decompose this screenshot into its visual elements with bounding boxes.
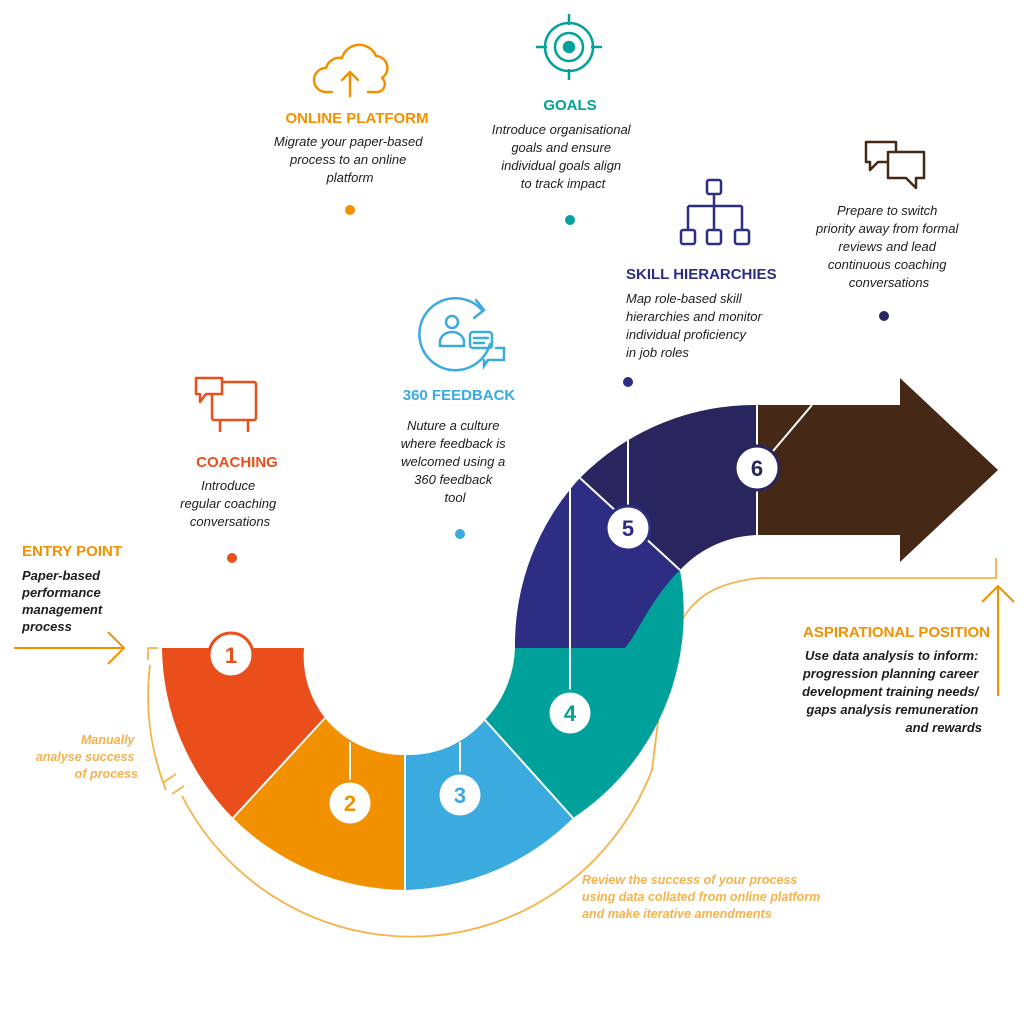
step-6-text: Prepare to switch priority away from for… — [815, 203, 962, 290]
feedback-text: Nuture a culture where feedback is welco… — [401, 418, 509, 505]
user-feedback-cycle-icon — [418, 296, 506, 372]
step-1-dot — [227, 553, 237, 563]
org-chart-icon — [679, 178, 751, 246]
skill-hierarchies-text: Map role-based skill hierarchies and mon… — [626, 291, 765, 360]
segment-6 — [580, 404, 760, 570]
aspirational-title: ASPIRATIONAL POSITION — [803, 624, 990, 641]
goals-title: GOALS — [543, 97, 596, 114]
entry-title: ENTRY POINT — [22, 543, 122, 560]
step-6-dot — [879, 311, 889, 321]
step-5-dot — [623, 377, 633, 387]
online-platform-text: Migrate your paper-based process to an o… — [274, 134, 426, 185]
cloud-upload-icon — [312, 43, 389, 98]
skill-hierarchies-title: SKILL HIERARCHIES — [626, 266, 777, 283]
segment-3 — [405, 720, 573, 890]
review-text: Review the success of your process using… — [582, 873, 824, 921]
step-2-dot — [345, 205, 355, 215]
manual-analysis-text: Manually analyse success of process — [36, 733, 138, 781]
segment-5b — [515, 478, 680, 648]
segment-1 — [162, 648, 325, 818]
final-arrow — [757, 378, 998, 562]
goals-text: Introduce organisational goals and ensur… — [492, 122, 634, 191]
step-number-3: 3 — [454, 783, 466, 808]
aspirational-text: Use data analysis to inform: progression… — [802, 648, 982, 735]
online-platform-title: ONLINE PLATFORM — [285, 110, 428, 127]
aspirational-arrow — [981, 584, 1015, 696]
step-number-5: 5 — [622, 516, 634, 541]
target-icon — [536, 14, 602, 80]
flipchart-speech-icon — [194, 376, 258, 432]
step-number-4: 4 — [564, 701, 577, 726]
coaching-title: COACHING — [196, 454, 278, 471]
chat-bubbles-icon — [864, 140, 926, 190]
step-number-1: 1 — [225, 643, 237, 668]
step-number-6: 6 — [751, 456, 763, 481]
entry-text: Paper-based performance management proce… — [21, 568, 106, 634]
feedback-title: 360 FEEDBACK — [403, 387, 516, 404]
number-circles: 1 2 3 4 5 6 — [207, 444, 781, 827]
step-number-2: 2 — [344, 791, 356, 816]
step-3-dot — [455, 529, 465, 539]
segment-2 — [233, 718, 405, 890]
step-4-dot — [565, 215, 575, 225]
entry-arrow — [14, 631, 126, 665]
coaching-text: Introduce regular coaching conversations — [180, 478, 280, 529]
